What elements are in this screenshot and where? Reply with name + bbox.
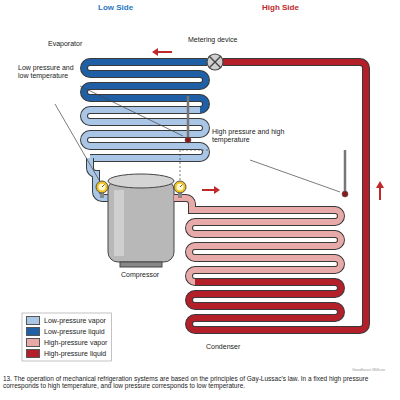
- legend-row: Low-pressure vapor: [26, 316, 107, 325]
- thermometer-bulb: [342, 191, 348, 197]
- compressor-top: [108, 174, 174, 188]
- part-name: Compressor: [121, 271, 159, 279]
- gauge-face: [177, 184, 184, 191]
- legend-text: High-pressure liquid: [44, 350, 106, 357]
- part-name: Metering device: [188, 36, 237, 44]
- pipe: [90, 155, 200, 161]
- thermometer-tube: [344, 150, 347, 192]
- legend-row: High-pressure liquid: [26, 349, 107, 358]
- pipe-outline: [90, 154, 200, 162]
- legend-row: High-pressure vapor: [26, 338, 107, 347]
- compressor-body: [108, 180, 174, 262]
- part-name: Evaporator: [48, 40, 82, 48]
- watermark: Goodheart-Willcox: [352, 368, 385, 373]
- legend-swatch: [26, 338, 40, 347]
- pipe-outline: [223, 62, 366, 330]
- side-heading: Low Side: [98, 3, 133, 12]
- pipe: [189, 318, 335, 330]
- compressor-highlight: [114, 190, 124, 256]
- pipe: [90, 146, 206, 158]
- valve-cross: [209, 56, 221, 68]
- pipe-outline: [174, 198, 195, 210]
- callout-note: High pressure and high temperature: [212, 128, 290, 144]
- side-heading: High Side: [262, 3, 299, 12]
- legend-row: Low-pressure liquid: [26, 327, 107, 336]
- legend: Low-pressure vaporLow-pressure liquidHig…: [26, 316, 107, 360]
- pipe-outline: [90, 146, 206, 158]
- compressor-base: [120, 262, 162, 267]
- legend-swatch: [26, 327, 40, 336]
- flow-arrow: [379, 186, 381, 200]
- metering-valve: [207, 54, 223, 70]
- legend-swatch: [26, 349, 40, 358]
- thermometer-tube: [187, 96, 190, 138]
- pipe: [195, 327, 335, 333]
- legend-swatch: [26, 316, 40, 325]
- figure-caption: 13. The operation of mechanical refriger…: [3, 375, 395, 390]
- legend-text: Low-pressure vapor: [44, 317, 106, 324]
- legend-text: High-pressure vapor: [44, 339, 107, 346]
- gauge-face: [99, 184, 106, 191]
- thermometer-bulb: [185, 137, 191, 143]
- pressure-gauge: [174, 181, 186, 193]
- flow-arrow: [156, 51, 172, 53]
- pipe: [223, 62, 366, 330]
- flow-arrowhead: [376, 181, 384, 188]
- pipe: [174, 198, 195, 210]
- flow-arrow: [202, 189, 216, 191]
- leader-line: [250, 160, 340, 192]
- pipe-outline: [189, 318, 335, 330]
- legend-frame: [22, 313, 111, 361]
- gauge-needle: [102, 185, 105, 188]
- pressure-gauge: [96, 181, 108, 193]
- flow-arrowhead: [214, 186, 220, 194]
- part-name: Condenser: [206, 343, 240, 351]
- legend-text: Low-pressure liquid: [44, 328, 105, 335]
- flow-arrowhead: [152, 48, 158, 56]
- leader-line: [80, 86, 183, 136]
- leader-line: [55, 104, 99, 180]
- callout-note: Low pressure and low temperature: [18, 64, 76, 80]
- pipe-outline: [195, 326, 335, 334]
- leader-line: [180, 150, 208, 180]
- gauge-needle: [180, 185, 183, 188]
